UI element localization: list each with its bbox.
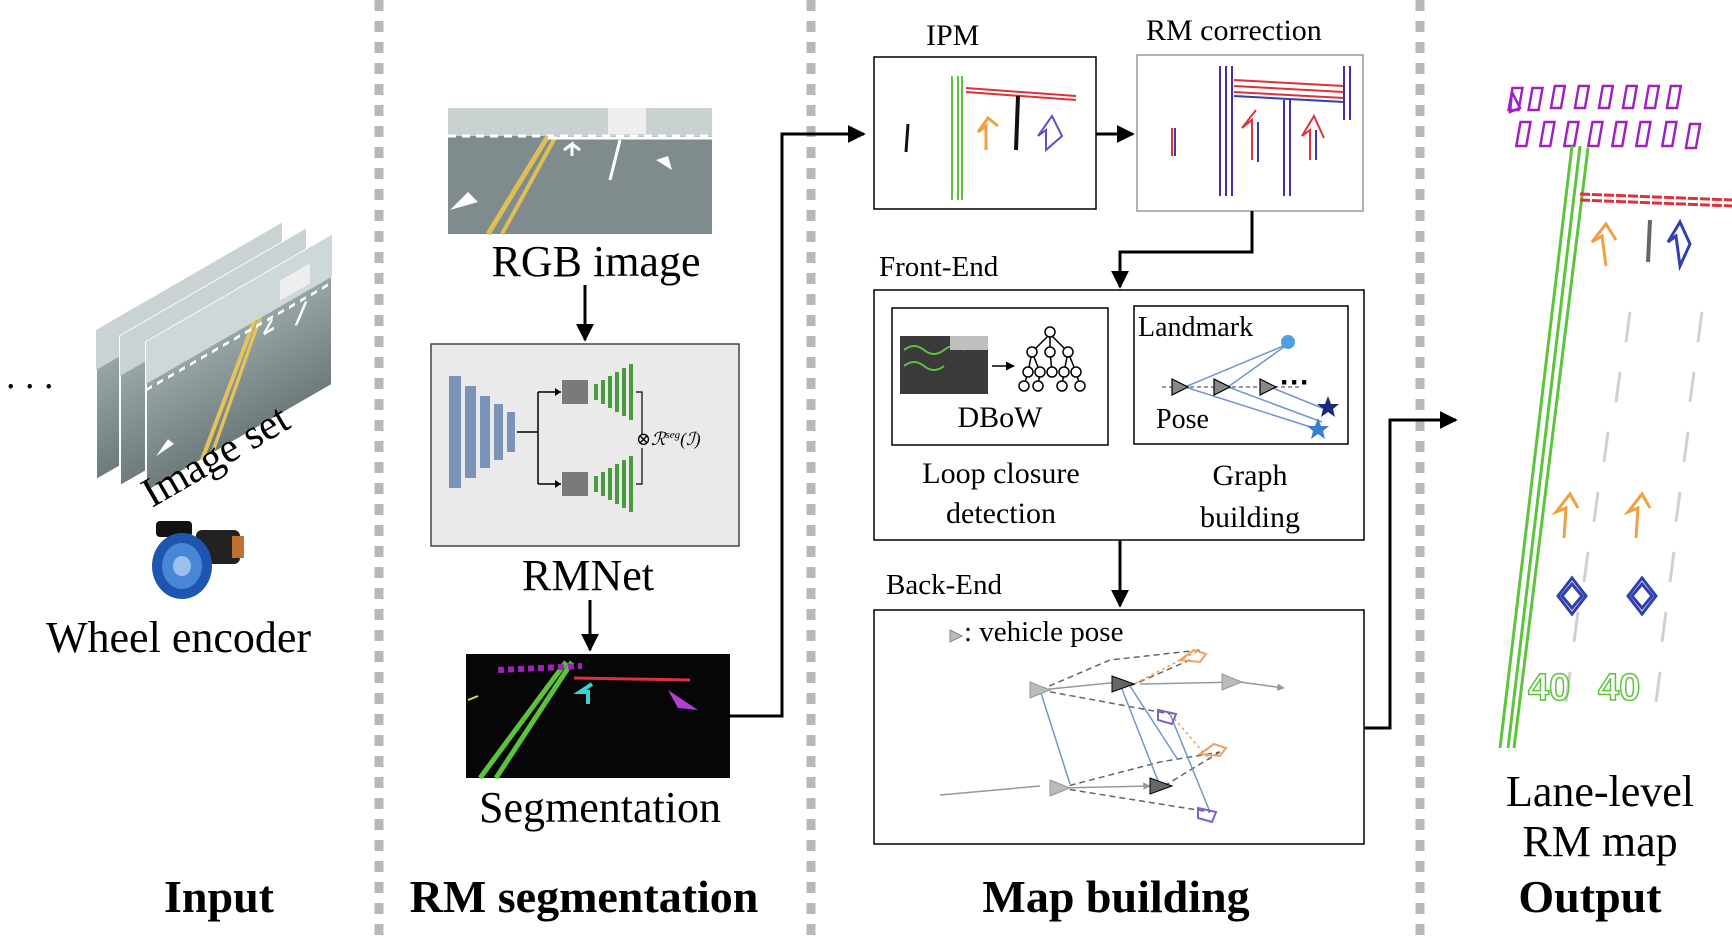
pose-label: Pose bbox=[1156, 404, 1209, 435]
rm-map-visual: 40 40 bbox=[1498, 84, 1732, 749]
rmnet-label: RMNet bbox=[522, 551, 654, 600]
map-building-section: IPM RM correction Fron bbox=[873, 14, 1365, 922]
encoder-blocks bbox=[449, 376, 515, 488]
section-dividers bbox=[374, 0, 1425, 945]
section-title-map-building: Map building bbox=[982, 871, 1249, 922]
rm-correction-label: RM correction bbox=[1146, 14, 1322, 47]
output-title-1: Lane-level bbox=[1506, 767, 1694, 816]
crosswalk-marks bbox=[1507, 84, 1702, 150]
wheel-encoder-icon bbox=[152, 521, 244, 599]
ellipsis-text: . . . bbox=[6, 355, 54, 397]
output-section: 40 40 Lane-level RM map Output bbox=[1498, 84, 1732, 922]
rmnet-formula: ⊗ℛseg(ℐ) bbox=[636, 429, 701, 450]
graph-building-panel: Landmark ··· Pose bbox=[1133, 305, 1349, 445]
dashed-lane-markers bbox=[1564, 311, 1704, 703]
section-title-output: Output bbox=[1518, 871, 1662, 922]
loop-closure-label-2: detection bbox=[946, 497, 1056, 530]
dbow-label: DBoW bbox=[958, 401, 1044, 434]
rm-correction-thumbnail bbox=[1136, 54, 1364, 212]
image-set-stack bbox=[95, 221, 333, 494]
loop-closure-panel: DBoW bbox=[891, 307, 1109, 446]
arrow-backend-to-output bbox=[1364, 411, 1458, 730]
diamond-mark bbox=[1626, 575, 1658, 617]
landmark-node-icon bbox=[1281, 335, 1295, 349]
segmentation-label: Segmentation bbox=[479, 783, 721, 832]
star-icon bbox=[1307, 418, 1329, 439]
wheel-encoder-label: Wheel encoder bbox=[46, 613, 311, 662]
rgb-image-label: RGB image bbox=[492, 237, 701, 286]
rmnet-architecture: ⊗ℛseg(ℐ) bbox=[430, 343, 740, 547]
output-title-2: RM map bbox=[1522, 817, 1677, 866]
ipm-label: IPM bbox=[926, 19, 979, 52]
arrow-correction-to-frontend bbox=[1111, 211, 1254, 289]
speed-mark-1: 40 bbox=[1528, 667, 1570, 709]
section-title-input: Input bbox=[164, 871, 275, 922]
dbow-tree-icon bbox=[1018, 326, 1086, 392]
speed-mark-2: 40 bbox=[1598, 667, 1640, 709]
front-road-image bbox=[145, 233, 333, 494]
section-title-segmentation: RM segmentation bbox=[410, 871, 759, 922]
svg-text:···: ··· bbox=[1280, 366, 1310, 399]
graph-building-label-1: Graph bbox=[1213, 459, 1288, 492]
loop-closure-label-1: Loop closure bbox=[922, 457, 1079, 490]
pose-legend-icon bbox=[949, 629, 964, 643]
segmentation-section: RGB image bbox=[410, 108, 759, 922]
vehicle-pose-label: : vehicle pose bbox=[964, 616, 1123, 648]
decoder-bottom bbox=[594, 456, 633, 512]
graph-building-label-2: building bbox=[1200, 501, 1300, 534]
front-end-label: Front-End bbox=[879, 251, 999, 283]
diamond-mark bbox=[1556, 575, 1588, 617]
segmentation-thumbnail bbox=[466, 654, 730, 780]
input-section: . . . Image set bbox=[6, 221, 333, 922]
rgb-image-thumbnail bbox=[448, 108, 712, 236]
ipm-thumbnail bbox=[873, 56, 1097, 210]
landmark-label: Landmark bbox=[1138, 312, 1253, 343]
back-end-label: Back-End bbox=[886, 569, 1002, 601]
arrow-seg-to-ipm bbox=[730, 125, 866, 718]
back-end-panel: : vehicle pose bbox=[873, 609, 1365, 845]
decoder-top bbox=[594, 364, 633, 420]
star-icon bbox=[1317, 396, 1339, 417]
